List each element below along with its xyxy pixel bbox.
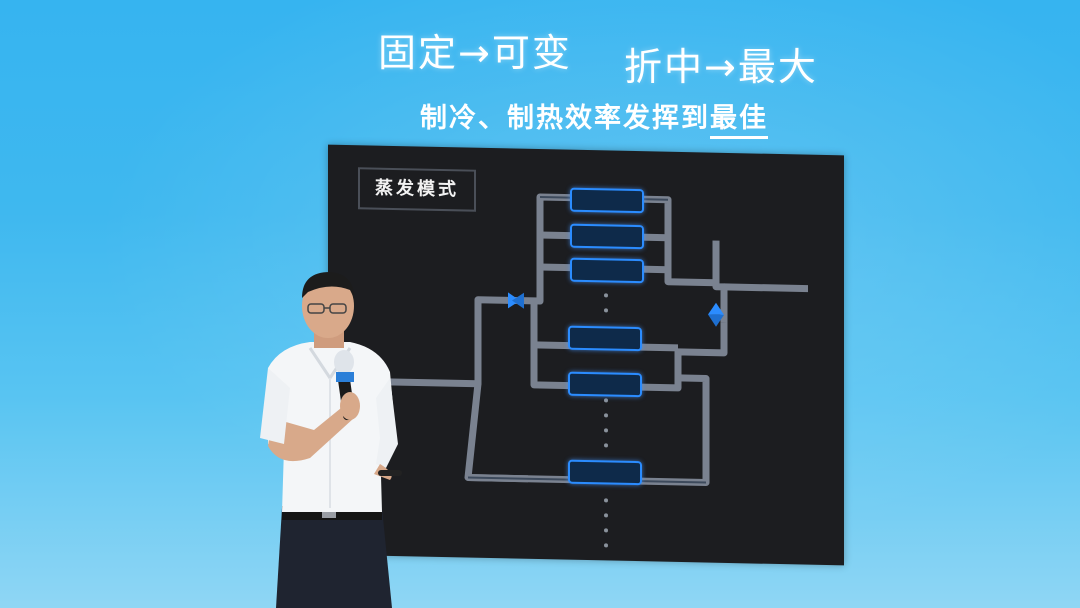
diagram-node bbox=[568, 459, 642, 486]
subtitle-emphasis: 最佳 bbox=[710, 103, 768, 139]
pipe-right-vert bbox=[712, 240, 728, 323]
diagram-node bbox=[568, 371, 642, 398]
diagram-node bbox=[570, 257, 644, 284]
subtitle-prefix: 制冷、制热效率发挥到 bbox=[420, 103, 710, 134]
pipe-outlet bbox=[724, 283, 808, 293]
diagram-node bbox=[570, 223, 644, 250]
diagram-node bbox=[570, 187, 644, 214]
pipe-main-left bbox=[368, 296, 516, 388]
diagram-node bbox=[568, 325, 642, 352]
valve-right-icon bbox=[708, 302, 724, 315]
headline-fixed-to-variable: 固定→可变 bbox=[378, 31, 572, 75]
pipe-bypass bbox=[516, 193, 720, 305]
headline-compromise-to-max: 折中→最大 bbox=[624, 45, 818, 89]
speaker-figure bbox=[260, 272, 402, 608]
speaker bbox=[250, 268, 420, 608]
pipe-loop-left bbox=[464, 383, 528, 483]
pipe-lower-loop bbox=[530, 300, 728, 392]
subtitle: 制冷、制热效率发挥到最佳 bbox=[420, 96, 768, 139]
headline: 固定→可变 折中→最大 bbox=[0, 16, 1080, 89]
projection-screen: 蒸发模式 bbox=[328, 144, 844, 566]
mode-label: 蒸发模式 bbox=[358, 167, 476, 212]
